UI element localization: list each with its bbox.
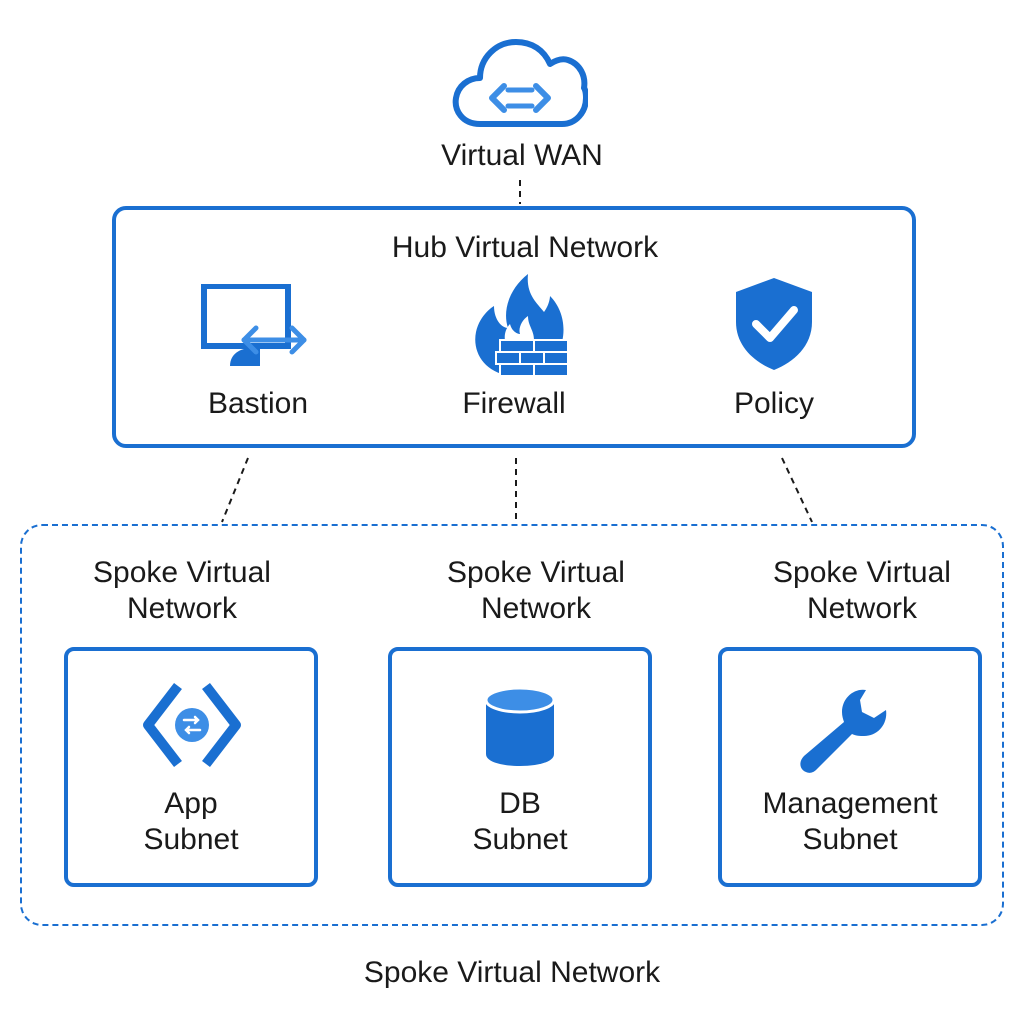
firewall-label: Firewall (462, 387, 566, 420)
spoke-title-3: Spoke Virtual Network (732, 555, 992, 627)
spoke-virtual-network-footer-label: Spoke Virtual Network (363, 956, 661, 989)
hub-virtual-network-box (112, 206, 916, 448)
app-subnet-label: App Subnet (71, 786, 311, 858)
shield-check-icon (736, 278, 812, 370)
spoke-title-2-line2: Network (480, 592, 592, 625)
hub-spoke3-connector (781, 457, 813, 523)
db-subnet-label: DB Subnet (400, 786, 640, 858)
spoke-title-2-line1: Spoke Virtual (447, 556, 625, 589)
db-subnet-line1: DB (499, 787, 541, 820)
spoke-title-1-line1: Spoke Virtual (93, 556, 271, 589)
app-diamond-icon (143, 682, 241, 768)
database-icon (484, 686, 556, 766)
policy-label: Policy (733, 387, 815, 420)
spoke-title-2: Spoke Virtual Network (406, 555, 666, 627)
spoke-title-3-line2: Network (806, 592, 918, 625)
wrench-icon (800, 689, 887, 773)
db-subnet-line2: Subnet (472, 823, 568, 856)
app-subnet-line1: App (164, 787, 218, 820)
management-subnet-box (718, 647, 982, 887)
firewall-flame-icon (475, 274, 569, 377)
spoke-title-1: Spoke Virtual Network (52, 555, 312, 627)
spoke-title-1-line2: Network (126, 592, 238, 625)
management-subnet-label: Management Subnet (730, 786, 970, 858)
hub-title: Hub Virtual Network (391, 231, 659, 264)
cloud-arrows-icon (452, 39, 588, 127)
app-subnet-line2: Subnet (143, 823, 239, 856)
spoke-virtual-network-container (20, 524, 1004, 926)
bastion-label: Bastion (207, 387, 309, 420)
management-subnet-line1: Management (762, 787, 938, 820)
spoke-title-3-line1: Spoke Virtual (773, 556, 951, 589)
hub-spoke1-connector (221, 457, 249, 523)
management-subnet-line2: Subnet (802, 823, 898, 856)
monitor-arrows-icon (201, 284, 307, 366)
app-subnet-box (64, 647, 318, 887)
virtual-wan-label: Virtual WAN (441, 139, 603, 172)
db-subnet-box (388, 647, 652, 887)
